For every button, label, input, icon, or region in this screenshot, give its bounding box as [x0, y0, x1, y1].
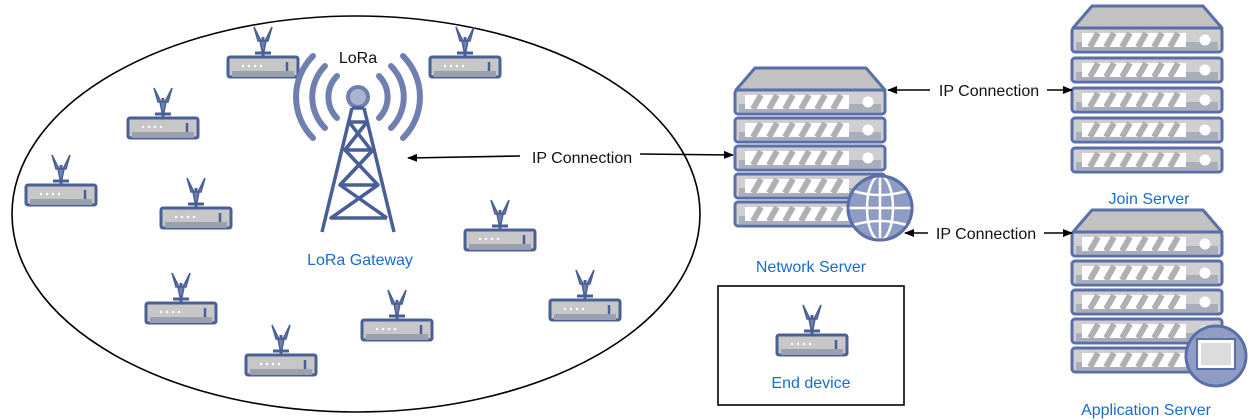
- join-server-icon: [1072, 4, 1222, 172]
- legend-end-device-label: End device: [771, 375, 850, 392]
- gateway-network-link-label: IP Connection: [532, 150, 632, 167]
- network-server-label: Network Server: [756, 259, 867, 276]
- end-device-icon: [226, 25, 300, 79]
- end-device-icon: [463, 198, 537, 252]
- gateway-name-label: LoRa Gateway: [307, 252, 413, 269]
- end-device-icon: [360, 288, 434, 342]
- lora-gateway-tower-icon: [293, 53, 423, 233]
- application-window-icon: [1184, 324, 1248, 388]
- join-server-label: Join Server: [1109, 191, 1191, 208]
- application-server-icon: [1072, 208, 1248, 388]
- network-server-icon: [735, 66, 914, 242]
- end-device-icon: [244, 323, 318, 377]
- gateway-link-arrow-right: [639, 150, 734, 159]
- end-device-icon: [548, 268, 622, 322]
- coverage-area-ellipse: [11, 15, 701, 413]
- end-device-icon: [144, 271, 218, 325]
- network-application-link-label: IP Connection: [936, 226, 1036, 243]
- application-server-label: Application Server: [1081, 402, 1212, 419]
- gateway-lora-label: LoRa: [339, 50, 377, 67]
- end-device-icon: [24, 153, 98, 207]
- legend-box: End device: [717, 285, 905, 406]
- network-join-link-label: IP Connection: [939, 83, 1039, 100]
- globe-icon: [846, 174, 914, 242]
- end-device-icon: [428, 25, 502, 79]
- gateway-link-arrow-left: [407, 153, 521, 162]
- end-device-icon: [159, 176, 233, 230]
- end-device-icon: [126, 86, 200, 140]
